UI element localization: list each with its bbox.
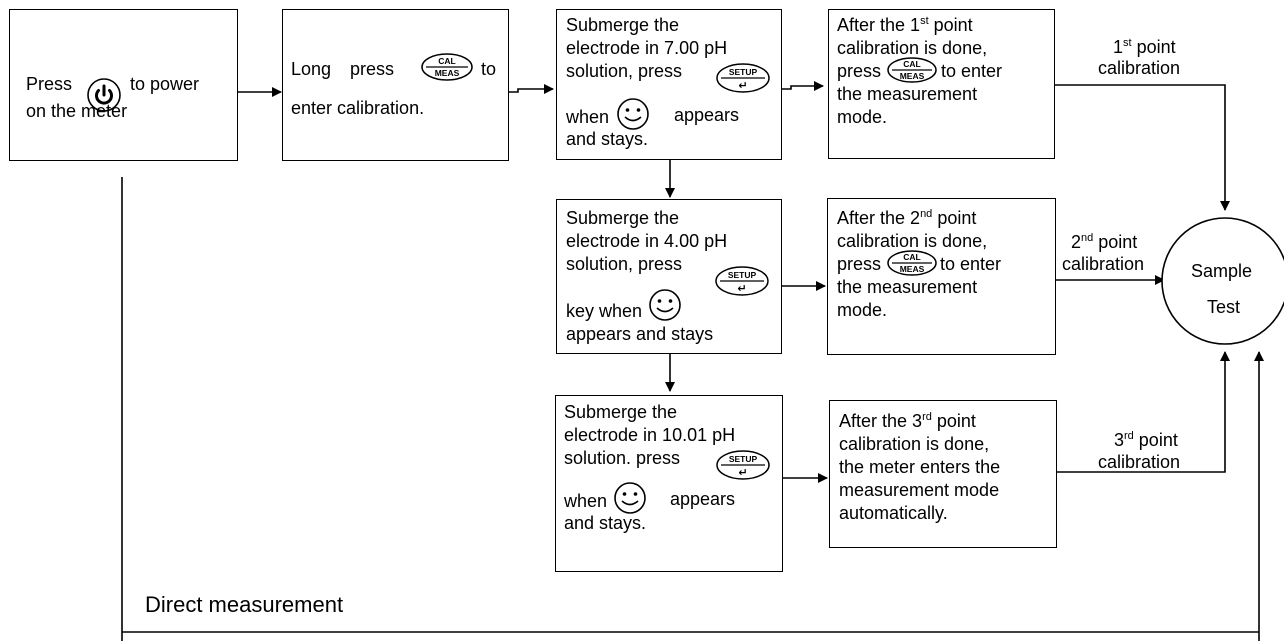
point1-done-to-enter: to enter — [941, 61, 1003, 81]
point2-submerge-line2: electrode in 4.00 pH — [566, 231, 728, 251]
enter-key-glyph: ↵ — [737, 282, 746, 295]
smiley-face-icon — [649, 289, 681, 321]
step-enter-cal-long-press: Long press — [291, 59, 395, 79]
setup-key-icon: SETUP ↵ — [716, 63, 770, 93]
sample-test-line2: Test — [1207, 297, 1241, 317]
step-enter-cal-enter: enter calibration. — [291, 98, 425, 118]
point3-edge-label-line2: calibration — [1098, 452, 1181, 472]
point1-submerge-line1: Submerge the — [566, 15, 680, 35]
point3-done-line4: measurement mode — [839, 480, 1000, 500]
point1-submerge-line2: electrode in 7.00 pH — [566, 38, 728, 58]
point2-done-line4: the measurement — [837, 277, 978, 297]
meas-key-label: MEAS — [435, 68, 460, 78]
point2-edge-label-line2: calibration — [1062, 254, 1145, 274]
point2-submerge-line5: appears and stays — [566, 324, 714, 344]
point3-edge-label-line1: 3rd point — [1114, 430, 1178, 450]
smiley-face-icon — [614, 482, 646, 514]
setup-key-label: SETUP — [729, 454, 758, 464]
point1-submerge-when: when — [566, 107, 610, 127]
cal-meas-key-icon: CAL MEAS — [421, 53, 473, 81]
point2-edge-label-line1: 2nd point — [1071, 232, 1138, 252]
step-point1-done — [828, 9, 1055, 159]
point3-submerge-line5: and stays. — [564, 513, 647, 533]
point2-done-line2: calibration is done, — [837, 231, 988, 251]
meas-key-label: MEAS — [900, 264, 925, 274]
step-power-on-press: Press — [26, 74, 73, 94]
direct-measurement-label: Direct measurement — [145, 592, 344, 617]
point2-done-to-enter: to enter — [940, 254, 1002, 274]
step-enter-calibration — [282, 9, 509, 161]
point2-done-line5: mode. — [837, 300, 888, 320]
point1-done-line2: calibration is done, — [837, 38, 988, 58]
point3-submerge-line1: Submerge the — [564, 402, 678, 422]
step-power-on-to-power: to power — [130, 74, 200, 94]
point1-done-press: press — [837, 61, 882, 81]
cal-meas-key-icon: CAL MEAS — [887, 250, 937, 276]
step-power-on-on-meter: on the meter — [26, 101, 128, 121]
enter-key-glyph: ↵ — [738, 79, 747, 92]
point3-submerge-appears: appears — [670, 489, 736, 509]
point1-edge-label-line2: calibration — [1098, 58, 1181, 78]
cal-key-label: CAL — [438, 56, 455, 66]
point1-done-line4: the measurement — [837, 84, 978, 104]
point2-submerge-line3: solution, press — [566, 254, 683, 274]
point3-done-line5: automatically. — [839, 503, 948, 523]
step-point3-done — [829, 400, 1057, 548]
enter-key-glyph: ↵ — [738, 466, 747, 479]
sample-test-line1: Sample — [1191, 261, 1253, 281]
cal-key-label: CAL — [903, 252, 920, 262]
step-enter-cal-to: to — [481, 59, 497, 79]
step-point2-done — [827, 198, 1056, 355]
setup-key-icon: SETUP ↵ — [715, 266, 769, 296]
point3-submerge-line2: electrode in 10.01 pH — [564, 425, 736, 445]
smiley-face-icon — [617, 98, 649, 130]
arrow-point1-to-sample-test — [1054, 84, 1230, 211]
point2-submerge-line1: Submerge the — [566, 208, 680, 228]
step-power-on — [9, 9, 238, 161]
point1-edge-label-line1: 1st point — [1113, 37, 1176, 57]
point1-done-line1: After the 1st point — [837, 15, 973, 35]
point3-submerge-line3: solution. press — [564, 448, 681, 468]
point2-done-press: press — [837, 254, 882, 274]
setup-key-icon: SETUP ↵ — [716, 450, 770, 480]
step-point3-submerge — [555, 395, 783, 572]
point3-done-line2: calibration is done, — [839, 434, 990, 454]
point2-done-line1: After the 2nd point — [837, 208, 977, 228]
point2-submerge-key-when: key when — [566, 301, 643, 321]
point3-submerge-when: when — [564, 491, 608, 511]
point3-done-line3: the meter enters the — [839, 457, 1001, 477]
cal-key-label: CAL — [903, 59, 920, 69]
setup-key-label: SETUP — [728, 270, 757, 280]
point3-done-line1: After the 3rd point — [839, 411, 976, 431]
point1-submerge-line5: and stays. — [566, 129, 649, 149]
arrow-point3-to-sample-test — [1057, 351, 1230, 473]
point1-submerge-line3: solution, press — [566, 61, 683, 81]
cal-meas-key-icon: CAL MEAS — [887, 57, 937, 83]
power-icon — [87, 78, 121, 112]
arrow-enter-cal-to-point1 — [508, 84, 554, 94]
sample-test-node — [1161, 217, 1284, 345]
arrow-point1-submerge-to-done — [781, 81, 824, 91]
point1-submerge-appears: appears — [674, 105, 740, 125]
meas-key-label: MEAS — [900, 71, 925, 81]
point1-done-line5: mode. — [837, 107, 888, 127]
setup-key-label: SETUP — [729, 67, 758, 77]
